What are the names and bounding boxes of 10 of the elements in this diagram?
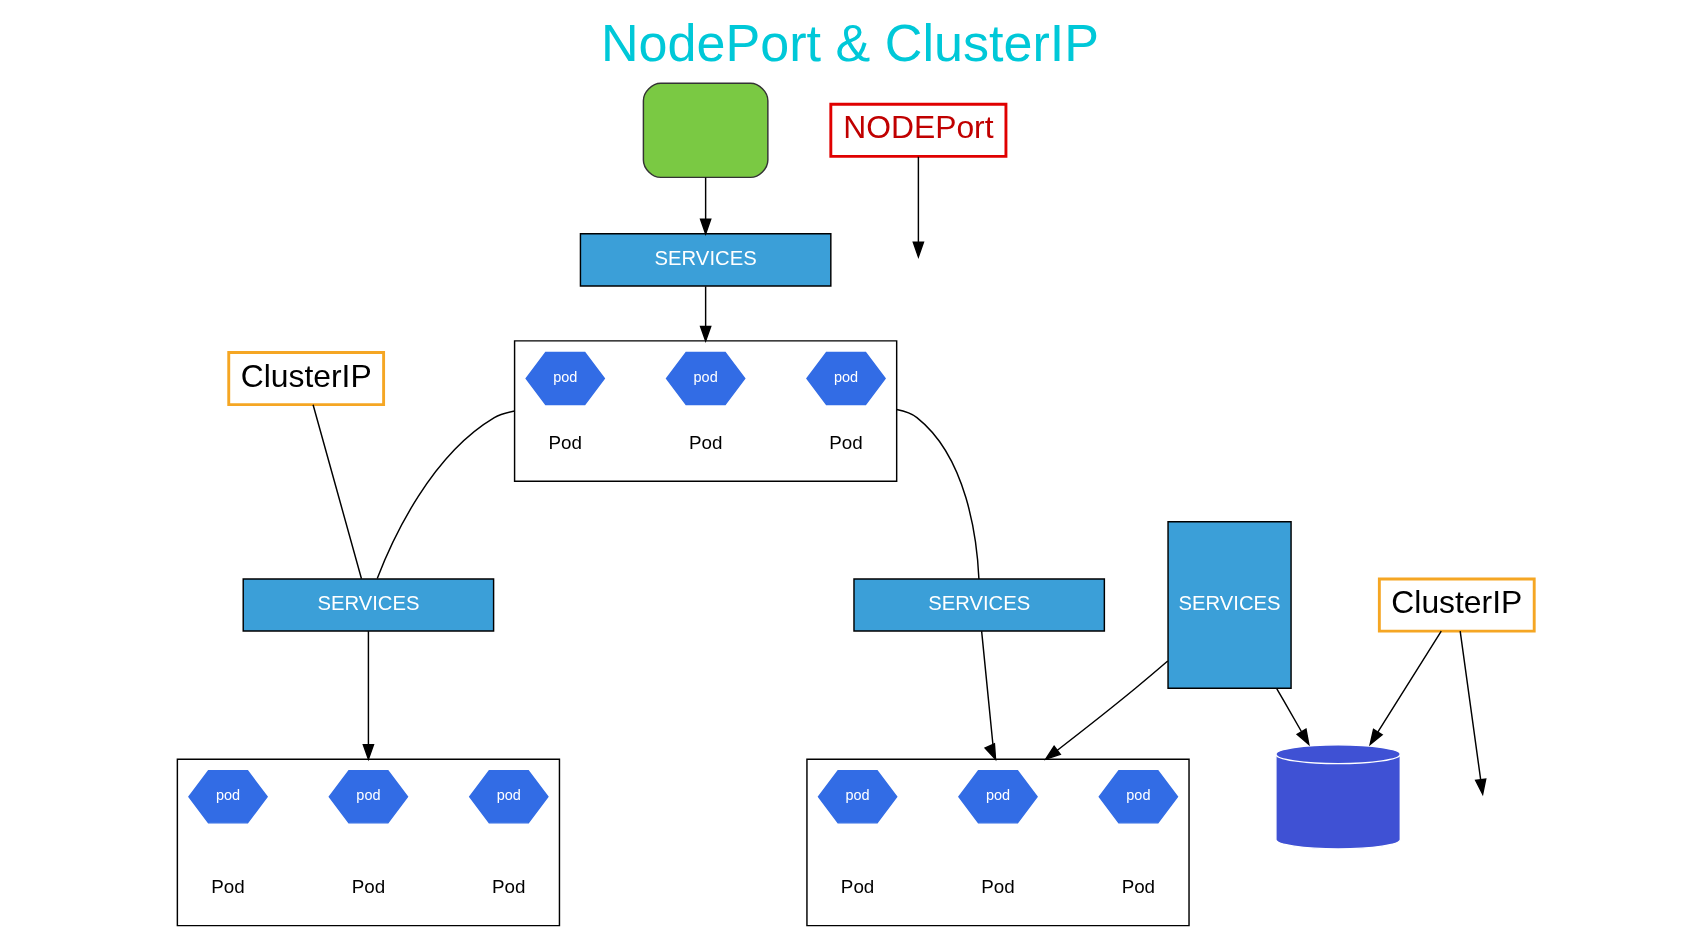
node-label: Pod bbox=[351, 875, 386, 897]
node-label: Pod bbox=[981, 875, 1015, 897]
node-label: Pod bbox=[1121, 875, 1156, 897]
node-label: Pod bbox=[829, 431, 863, 453]
diagram-title: NodePort & ClusterIP bbox=[601, 14, 1099, 73]
node-label: Pod bbox=[840, 875, 875, 897]
node-label: Pod bbox=[548, 431, 582, 453]
node-label: Pod bbox=[211, 875, 245, 897]
node-label: Pod bbox=[492, 875, 526, 897]
node-label: Pod bbox=[688, 431, 723, 453]
